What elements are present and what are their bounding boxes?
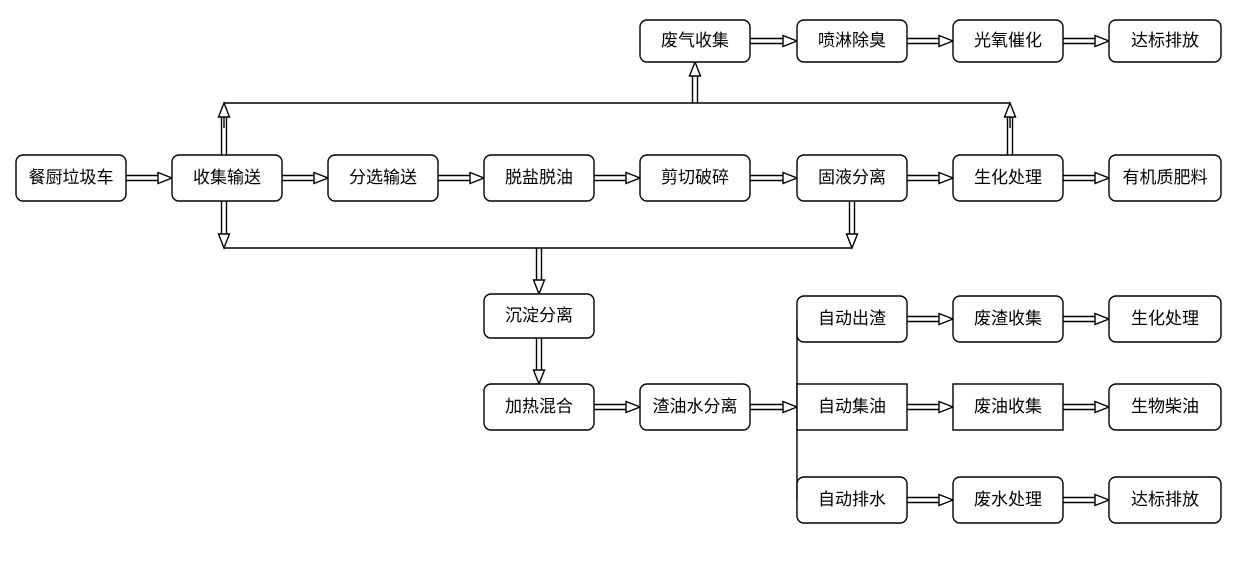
node-label: 餐厨垃圾车 bbox=[29, 168, 114, 188]
node-label: 加热混合 bbox=[505, 397, 573, 417]
node-label: 生化处理 bbox=[974, 168, 1042, 188]
arrow-heat-to-residue-sep bbox=[594, 400, 642, 414]
node-label: 自动集油 bbox=[818, 397, 886, 417]
arrow-to-gas-collect bbox=[688, 60, 702, 103]
node-label: 脱盐脱油 bbox=[505, 168, 573, 188]
node-photo-oxidation: 光氧催化 bbox=[952, 19, 1064, 63]
node-label: 达标排放 bbox=[1131, 490, 1199, 510]
node-wastewater-treatment: 废水处理 bbox=[952, 476, 1064, 524]
arrow-gas-to-spray bbox=[750, 34, 799, 48]
node-biodiesel: 生物柴油 bbox=[1108, 383, 1222, 431]
arrow-sort-to-desalt bbox=[438, 171, 486, 185]
node-label: 自动排水 bbox=[818, 490, 886, 510]
node-kitchen-waste-truck: 餐厨垃圾车 bbox=[15, 154, 127, 202]
node-sedimentation: 沉淀分离 bbox=[483, 293, 595, 339]
arrow-auto-residue-to-collect bbox=[907, 312, 955, 326]
node-bio-treatment-main: 生化处理 bbox=[952, 154, 1064, 202]
node-heat-mix: 加热混合 bbox=[483, 383, 595, 431]
node-label: 自动出渣 bbox=[818, 309, 886, 329]
arrow-separation-to-bio bbox=[907, 171, 955, 185]
node-sort-convey: 分选输送 bbox=[327, 154, 439, 202]
node-organic-fertilizer: 有机质肥料 bbox=[1108, 154, 1222, 202]
node-label: 固液分离 bbox=[818, 168, 886, 188]
node-discharge-top: 达标排放 bbox=[1108, 19, 1222, 63]
node-label: 生物柴油 bbox=[1131, 397, 1199, 417]
arrow-residue-sep-to-auto-oil bbox=[750, 400, 799, 414]
node-label: 废油收集 bbox=[974, 397, 1042, 417]
arrow-collect-up bbox=[217, 101, 231, 155]
arrow-to-sedimentation bbox=[532, 248, 546, 296]
node-auto-drain: 自动排水 bbox=[796, 476, 908, 524]
node-label: 分选输送 bbox=[349, 168, 417, 188]
node-spray-deodorize: 喷淋除臭 bbox=[796, 19, 908, 63]
arrow-spray-to-photo bbox=[907, 34, 955, 48]
arrow-drain-to-treatment bbox=[907, 493, 955, 507]
arrow-photo-to-discharge bbox=[1063, 34, 1111, 48]
arrow-truck-to-collect bbox=[126, 171, 174, 185]
node-residue-oil-water-separation: 渣油水分离 bbox=[639, 383, 751, 431]
node-label: 沉淀分离 bbox=[505, 306, 573, 326]
node-label: 达标排放 bbox=[1131, 31, 1199, 51]
node-label: 废渣收集 bbox=[974, 309, 1042, 329]
arrow-collect-down bbox=[217, 201, 231, 250]
node-auto-oil-collect: 自动集油 bbox=[796, 383, 908, 431]
node-waste-gas-collect: 废气收集 bbox=[639, 19, 751, 63]
node-label: 收集输送 bbox=[193, 168, 261, 188]
node-auto-residue-out: 自动出渣 bbox=[796, 295, 908, 343]
arrow-treatment-to-discharge bbox=[1063, 493, 1111, 507]
arrow-sedimentation-to-heat bbox=[532, 338, 546, 386]
node-label: 废气收集 bbox=[661, 31, 729, 51]
arrow-separation-down bbox=[845, 201, 859, 250]
node-label: 光氧催化 bbox=[974, 31, 1042, 51]
node-shred-crush: 剪切破碎 bbox=[639, 154, 751, 202]
arrow-oil-collect-to-biodiesel bbox=[1063, 400, 1111, 414]
arrow-bio-up bbox=[1003, 101, 1017, 155]
node-bio-treatment-residue: 生化处理 bbox=[1108, 295, 1222, 343]
node-label: 喷淋除臭 bbox=[818, 31, 886, 51]
node-residue-collect: 废渣收集 bbox=[952, 295, 1064, 343]
arrow-auto-oil-to-collect bbox=[907, 400, 955, 414]
arrow-desalt-to-shred bbox=[594, 171, 642, 185]
node-label: 有机质肥料 bbox=[1123, 168, 1208, 188]
node-label: 渣油水分离 bbox=[653, 397, 738, 417]
arrow-residue-collect-to-bio bbox=[1063, 312, 1111, 326]
arrow-collect-to-sort bbox=[282, 171, 330, 185]
node-label: 剪切破碎 bbox=[661, 168, 729, 188]
node-discharge-bottom: 达标排放 bbox=[1108, 476, 1222, 524]
arrow-shred-to-separation bbox=[750, 171, 799, 185]
node-label: 废水处理 bbox=[974, 490, 1042, 510]
node-collect-convey: 收集输送 bbox=[171, 154, 283, 202]
node-waste-oil-collect: 废油收集 bbox=[952, 383, 1064, 431]
node-desalt-deoil: 脱盐脱油 bbox=[483, 154, 595, 202]
node-label: 生化处理 bbox=[1131, 309, 1199, 329]
arrow-bio-to-fertilizer bbox=[1063, 171, 1111, 185]
node-solid-liquid-separation: 固液分离 bbox=[796, 154, 908, 202]
